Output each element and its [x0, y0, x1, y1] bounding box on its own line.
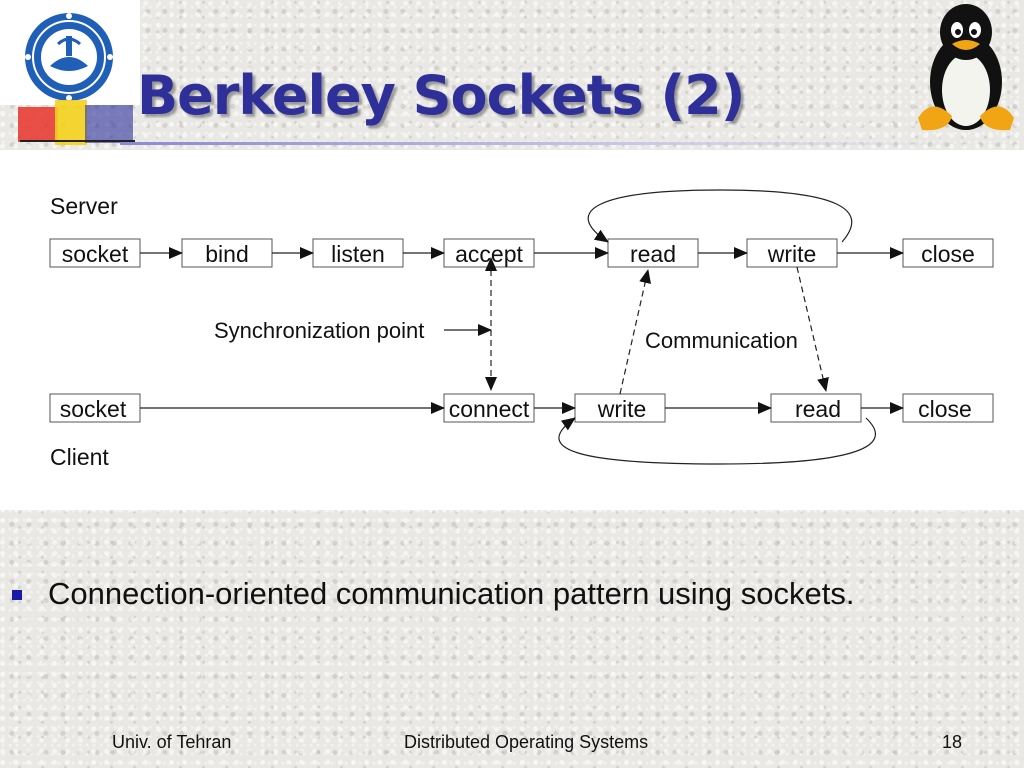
deco-yellow-block [55, 100, 87, 145]
server-box-listen: listen [312, 238, 404, 268]
socket-diagram: Server Client socket bind listen accept … [49, 189, 994, 470]
slide-title: Berkeley Sockets (2) [137, 64, 745, 127]
server-box-write: write [746, 238, 838, 268]
bullet-text: Connection-oriented communication patter… [48, 576, 855, 611]
server-box-close-label: close [921, 241, 975, 267]
client-box-write-label: write [597, 396, 647, 422]
server-box-accept-label: accept [455, 241, 523, 267]
deco-blue-block [85, 105, 133, 143]
client-box-connect-label: connect [449, 396, 530, 422]
university-emblem-icon [25, 13, 113, 101]
client-box-close: close [902, 393, 994, 423]
university-logo [0, 0, 140, 105]
footer-institution: Univ. of Tehran [112, 732, 232, 752]
server-box-accept: accept [443, 238, 535, 268]
decorative-blocks [0, 95, 140, 155]
client-box-read-label: read [795, 396, 841, 422]
comm-server-write-to-client-read [796, 266, 829, 392]
slide-footer: Univ. of Tehran Distributed Operating Sy… [0, 730, 1024, 760]
server-box-listen-label: listen [331, 241, 385, 267]
server-loop-arrow [587, 189, 853, 243]
client-box-close-label: close [918, 396, 972, 422]
server-box-close: close [902, 238, 994, 268]
square-bullet-icon [12, 590, 22, 600]
client-loop-arrow [558, 417, 877, 465]
client-box-read: read [770, 393, 862, 423]
diagram-panel: Server Client socket bind listen accept … [0, 150, 1024, 510]
bullet-item: Connection-oriented communication patter… [12, 574, 1012, 624]
server-box-socket-label: socket [62, 241, 129, 267]
communication-label: Communication [645, 328, 798, 353]
title-underline [120, 142, 970, 145]
client-box-socket-label: socket [60, 396, 127, 422]
server-box-read-label: read [630, 241, 676, 267]
client-box-connect: connect [443, 393, 535, 423]
server-box-write-label: write [767, 241, 817, 267]
client-label: Client [50, 444, 109, 470]
server-box-bind: bind [181, 238, 273, 268]
deco-red-block [18, 107, 58, 142]
server-box-socket: socket [49, 238, 141, 268]
server-box-read: read [607, 238, 699, 268]
client-box-socket: socket [49, 393, 141, 423]
tux-penguin-icon [910, 0, 1020, 135]
comm-client-write-to-server-read [619, 269, 651, 395]
footer-course: Distributed Operating Systems [404, 732, 649, 752]
server-box-bind-label: bind [205, 241, 248, 267]
server-label: Server [50, 193, 118, 219]
sync-point-label: Synchronization point [214, 318, 424, 343]
client-box-write: write [574, 393, 666, 423]
footer-page-number: 18 [942, 732, 963, 752]
